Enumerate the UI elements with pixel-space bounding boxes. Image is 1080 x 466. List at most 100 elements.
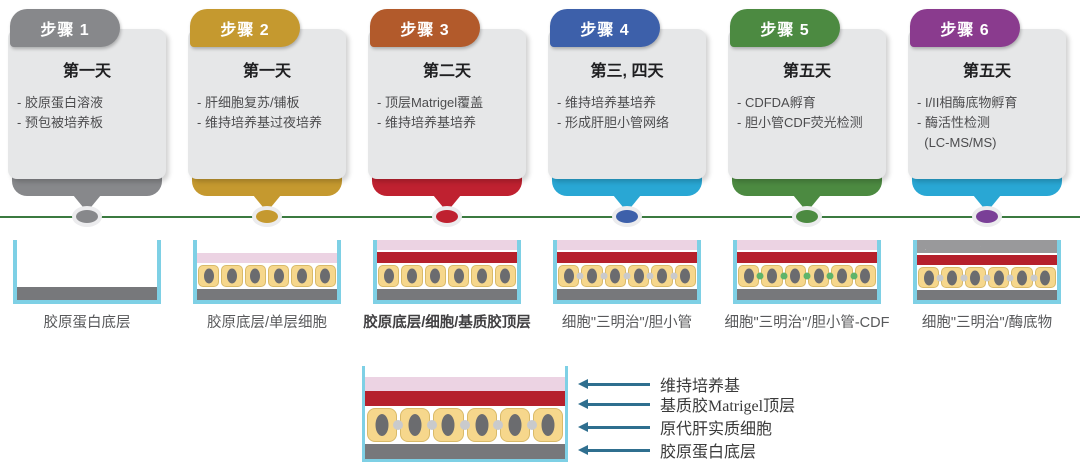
bullet-item: - 维持培养基过夜培养 (197, 115, 322, 130)
timeline-dot (432, 206, 462, 227)
hepatocyte-cell (314, 265, 336, 287)
canaliculus-dot (960, 274, 968, 282)
canaliculus-dot (493, 420, 504, 430)
well-sandwich (373, 240, 521, 304)
sandwich-detail-well (362, 366, 568, 462)
left-arrow-icon (578, 445, 650, 455)
step-card-6: 第五天 - I/II相酶底物孵育 - 酶活性检测 (LC-MS/MS) 步骤 6 (908, 0, 1066, 232)
hepatocyte-cell (401, 265, 423, 287)
timeline-dot (252, 206, 282, 227)
well-caption-6: 细胞"三明治"/酶底物 (921, 315, 1053, 331)
canaliculus-cdf-dot (780, 272, 788, 280)
legend-row-collagen: 胶原蛋白底层 (578, 440, 756, 461)
hepatocyte-row (557, 263, 697, 289)
canaliculus-dot (623, 272, 631, 280)
step-tab-label: 步骤 6 (940, 22, 990, 39)
step-tab-label: 步骤 5 (760, 22, 810, 39)
left-arrow-icon (578, 399, 650, 409)
bullet-list: - 维持培养基培养 - 形成肝胆小管网络 (548, 93, 706, 133)
bullet-item: - 酶活性检测 (917, 115, 990, 130)
card-body: 第五天 - CDFDA孵育 - 胆小管CDF荧光检测 (728, 29, 886, 179)
timeline-dot (72, 206, 102, 227)
hepatocyte-row (377, 263, 517, 289)
step-card-4: 第三, 四天 - 维持培养基培养 - 形成肝胆小管网络 步骤 4 (548, 0, 706, 232)
bullet-item: - 胶原蛋白溶液 (17, 95, 103, 110)
day-title: 第二天 (422, 63, 471, 80)
canaliculus-cdf-dot (850, 272, 858, 280)
hepatocyte-cell (494, 265, 516, 287)
collagen-layer (557, 289, 697, 300)
well-canaliculi-cdf (733, 240, 881, 304)
bullet-item: - 肝细胞复苏/铺板 (197, 95, 300, 110)
collagen-layer (365, 444, 565, 459)
bullet-list: - 肝细胞复苏/铺板 - 维持培养基过夜培养 (188, 93, 346, 133)
canaliculus-dot (393, 420, 404, 430)
hepatocyte-cell (400, 408, 431, 442)
well-collagen-only (13, 240, 161, 304)
hepatocyte-cell (499, 408, 530, 442)
canaliculus-dot (983, 274, 991, 282)
legend-row-media: 维持培养基 (578, 374, 741, 395)
hepatocyte-cell (532, 408, 564, 442)
media-layer (737, 240, 877, 250)
legend-label: 维持培养基 (660, 378, 741, 395)
hepatocyte-cell (1034, 267, 1056, 288)
step-card-5: 第五天 - CDFDA孵育 - 胆小管CDF荧光检测 步骤 5 (728, 0, 886, 232)
matrigel-layer (917, 255, 1057, 266)
media-layer (557, 240, 697, 250)
collagen-layer (377, 289, 517, 300)
hepatocyte-cell (198, 265, 220, 287)
hepatocyte-cell (447, 265, 470, 287)
timeline-dot (972, 206, 1002, 227)
matrigel-layer (557, 252, 697, 263)
timeline-dot (612, 206, 642, 227)
well-caption-5: 细胞"三明治"/胆小管-CDF (724, 315, 890, 331)
well-canaliculi (553, 240, 701, 304)
collagen-layer (197, 289, 337, 300)
day-title: 第五天 (962, 63, 1011, 80)
step-tab: 步骤 4 (550, 9, 660, 47)
legend-label: 基质胶Matrigel顶层 (660, 398, 796, 415)
bullet-list: - 胶原蛋白溶液 - 预包被培养板 (8, 93, 166, 133)
bullet-item: - 预包被培养板 (17, 115, 103, 130)
hepatocyte-cell (674, 265, 696, 287)
step-tab: 步骤 1 (10, 9, 120, 47)
day-title: 第五天 (782, 63, 831, 80)
matrigel-layer (365, 391, 565, 406)
card-body: 第三, 四天 - 维持培养基培养 - 形成肝胆小管网络 (548, 29, 706, 179)
step-card-1: 第一天 - 胶原蛋白溶液 - 预包被培养板 步骤 1 (8, 0, 166, 232)
noise-texture (917, 240, 1057, 254)
step-tab: 步骤 5 (730, 9, 840, 47)
bullet-list: - I/II相酶底物孵育 - 酶活性检测 (LC-MS/MS) (908, 93, 1066, 153)
card-body: 第一天 - 肝细胞复苏/铺板 - 维持培养基过夜培养 (188, 29, 346, 179)
hepatocyte-cell (244, 265, 266, 287)
bullet-list: - 顶层Matrigel覆盖 - 维持培养基培养 (368, 93, 526, 133)
well-caption-3: 胶原底层/细胞/基质胶顶层 (363, 315, 531, 331)
hepatocyte-row (737, 263, 877, 289)
bullet-item: - 维持培养基培养 (557, 95, 656, 110)
hepatocyte-cell (221, 265, 243, 287)
step-tab-label: 步骤 2 (220, 22, 270, 39)
step-tab-label: 步骤 4 (580, 22, 630, 39)
hepatocyte-cell (378, 265, 400, 287)
day-title: 第一天 (62, 63, 111, 80)
canaliculus-dot (1030, 274, 1038, 282)
canaliculus-cdf-dot (756, 272, 764, 280)
legend-row-matrigel: 基质胶Matrigel顶层 (578, 394, 796, 415)
hepatocyte-row (917, 265, 1057, 289)
substrate-layer (917, 240, 1057, 254)
hepatocyte-cell (291, 265, 313, 287)
step-tab-label: 步骤 3 (400, 22, 450, 39)
day-title: 第一天 (242, 63, 291, 80)
card-body: 第五天 - I/II相酶底物孵育 - 酶活性检测 (LC-MS/MS) (908, 29, 1066, 179)
hepatocyte-row (365, 406, 565, 444)
canaliculus-dot (600, 272, 608, 280)
well-caption-1: 胶原蛋白底层 (43, 315, 131, 331)
step-tab: 步骤 2 (190, 9, 300, 47)
well-caption-4: 细胞"三明治"/胆小管 (561, 315, 693, 331)
bullet-item: (LC-MS/MS) (917, 135, 997, 150)
hepatocyte-cell (471, 265, 493, 287)
legend-label: 原代肝实质细胞 (660, 421, 773, 438)
media-layer (197, 253, 337, 263)
